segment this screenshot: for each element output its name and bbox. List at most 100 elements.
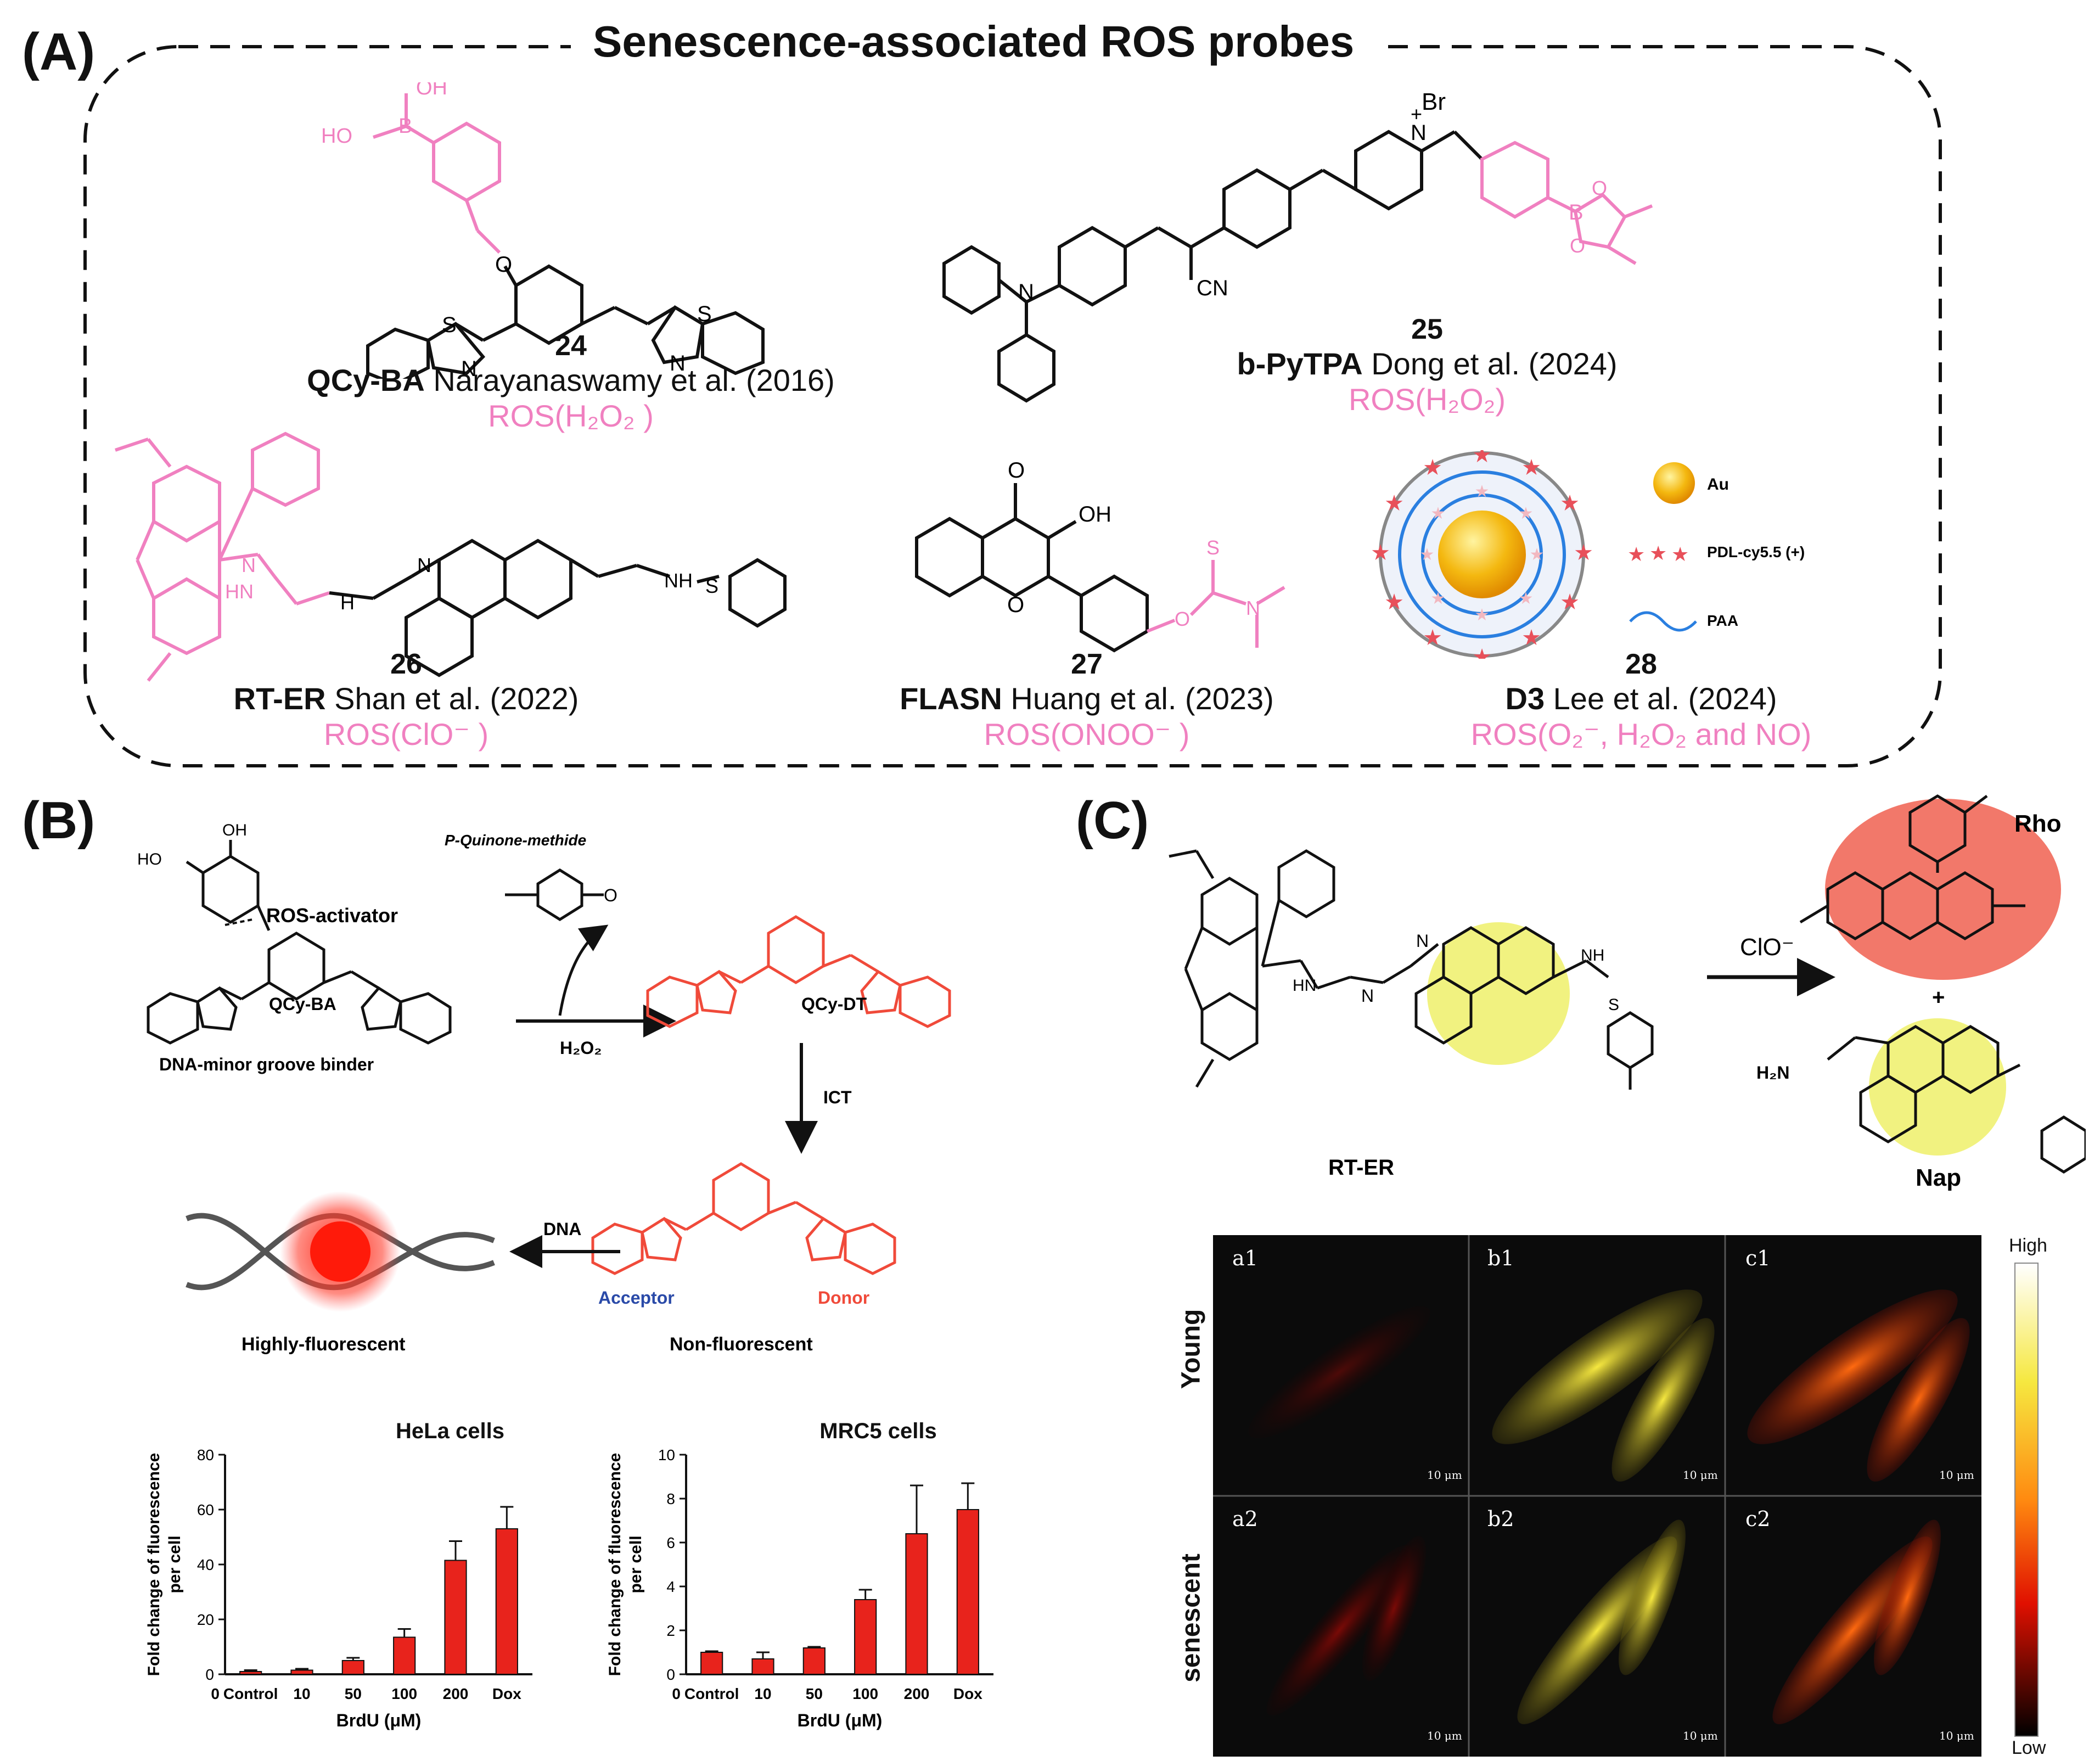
scale-bar-c1: 10 μm — [1939, 1468, 1974, 1482]
cell-a1-icon — [1248, 1306, 1430, 1439]
svg-text:★: ★ — [1423, 456, 1442, 480]
panel-c-label: (C) — [1076, 791, 1149, 850]
atom-s: S — [1608, 996, 1619, 1014]
svg-text:★: ★ — [1472, 450, 1492, 467]
atom-n: N — [242, 554, 256, 576]
svg-text:★: ★ — [1475, 483, 1490, 501]
svg-text:★: ★ — [1431, 504, 1446, 523]
svg-text:★: ★ — [1519, 504, 1534, 523]
x-tick-label: Dox — [492, 1685, 521, 1702]
atom-nh: NH — [664, 569, 693, 592]
quinone-label: P-Quinone-methide — [445, 832, 586, 849]
y-tick-label: 80 — [197, 1446, 214, 1463]
atom-b: B — [398, 115, 412, 138]
atom-hn: HN — [1293, 977, 1316, 995]
x-zero-label: 0 — [211, 1685, 220, 1702]
svg-text:★: ★ — [1560, 491, 1580, 515]
compound-number: 28 — [1625, 648, 1657, 680]
bar-10 — [290, 1669, 313, 1675]
row-label-young: Young — [1176, 1309, 1206, 1389]
caption-25: 25 b-PyTPA Dong et al. (2024) ROS(H₂O₂) — [1098, 313, 1756, 417]
y-tick-label: 40 — [197, 1556, 214, 1573]
structure-24: OH HO B O S N S N — [321, 82, 765, 379]
x-tick-label: 50 — [806, 1685, 823, 1702]
chart-mrc5-title: MRC5 cells — [819, 1419, 937, 1443]
rt-er-label: RT-ER — [1328, 1156, 1394, 1180]
x-axis-label: BrdU (μM) — [336, 1710, 422, 1730]
panel-a-label: (A) — [22, 23, 96, 81]
h2o2-label: H₂O₂ — [560, 1038, 602, 1058]
svg-text:★: ★ — [1472, 645, 1492, 659]
probe-ros: ROS(H₂O₂) — [1348, 382, 1506, 417]
probe-ref: Dong et al. (2024) — [1362, 346, 1618, 381]
svg-text:★: ★ — [1384, 491, 1404, 515]
y-tick-label: 4 — [666, 1578, 675, 1595]
x-tick-label: 100 — [852, 1685, 878, 1702]
cell-a2-icon — [1266, 1535, 1427, 1716]
ros-activator-label: ROS-activator — [266, 904, 398, 927]
dna-label: DNA — [543, 1219, 581, 1239]
compound-number: 24 — [555, 330, 587, 362]
caption-26: 26 RT-ER Shan et al. (2022) ROS(ClO⁻ ) — [132, 648, 681, 753]
y-tick-label: 60 — [197, 1501, 214, 1518]
x-tick-label: 10 — [293, 1685, 310, 1702]
cell-c1-icon — [1747, 1289, 1970, 1482]
svg-text:★: ★ — [1372, 541, 1390, 565]
bar-Dox — [495, 1528, 518, 1675]
probe-name: QCy-BA — [307, 363, 425, 397]
atom-plus: + — [1411, 103, 1422, 125]
caption-28: 28 D3 Lee et al. (2024) ROS(O₂⁻, H₂O₂ an… — [1394, 648, 1888, 753]
atom-nh: NH — [1581, 946, 1604, 964]
clo-label: ClO⁻ — [1740, 934, 1794, 961]
probe-ros: ROS(ClO⁻ ) — [323, 717, 489, 751]
nap-label: Nap — [1916, 1164, 1961, 1191]
atom-oh: OH — [416, 82, 447, 99]
microscopy-grid — [1213, 1235, 1981, 1757]
panel-b-scheme: HO OH ROS-activator QCy-BA DNA-minor gro… — [137, 821, 951, 1355]
probe-ref: Huang et al. (2023) — [1002, 681, 1274, 716]
colorbar — [2014, 1263, 2039, 1737]
y-tick-label: 10 — [658, 1446, 675, 1463]
row-label-senescent: senescent — [1176, 1554, 1206, 1683]
bar-200 — [905, 1533, 928, 1675]
atom-s: S — [705, 575, 718, 597]
svg-text:★: ★ — [1671, 543, 1689, 565]
x-tick-label: 200 — [904, 1685, 930, 1702]
cell-label-b2: b2 — [1487, 1507, 1514, 1531]
legend-paa: PAA — [1707, 612, 1738, 629]
caption-24: 24 QCy-BA Narayanaswamy et al. (2016) RO… — [242, 329, 900, 434]
svg-text:★: ★ — [1519, 590, 1534, 608]
atom-hn: HN — [225, 580, 254, 603]
non-fluorescent-label: Non-fluorescent — [670, 1334, 813, 1355]
caption-27: 27 FLASN Huang et al. (2023) ROS(ONOO⁻ ) — [812, 648, 1361, 753]
x-tick-label: Control — [223, 1685, 278, 1702]
panel-c-scheme: N N HN NH S RT-ER ClO⁻ Rho + H₂N Nap — [1169, 794, 2086, 1191]
svg-text:★: ★ — [1423, 626, 1442, 650]
svg-text:★: ★ — [1384, 590, 1404, 614]
h2n-label: H₂N — [1756, 1063, 1789, 1083]
y-tick-label: 20 — [197, 1611, 214, 1628]
probe-ref: Shan et al. (2022) — [325, 681, 579, 716]
y-axis-label-2: per cell — [627, 1535, 645, 1593]
qcydt-label: QCy-DT — [801, 994, 867, 1014]
rho-label: Rho — [2014, 810, 2062, 837]
probe-ref: Lee et al. (2024) — [1545, 681, 1777, 716]
colorbar-high-label: High — [2009, 1235, 2047, 1256]
atom-h: H — [340, 591, 355, 614]
y-axis-label: Fold change of fluorescence — [606, 1453, 624, 1676]
cell-label-a1: a1 — [1232, 1246, 1258, 1270]
svg-text:★: ★ — [1475, 606, 1490, 624]
highly-fluorescent-label: Highly-fluorescent — [242, 1334, 405, 1355]
x-zero-label: 0 — [672, 1685, 681, 1702]
scale-bar-a2: 10 μm — [1427, 1729, 1462, 1742]
acceptor-label: Acceptor — [598, 1288, 675, 1308]
y-tick-label: 2 — [666, 1622, 675, 1639]
atom-n: N — [670, 351, 686, 375]
x-tick-label: Dox — [953, 1685, 982, 1702]
y-tick-label: 0 — [205, 1666, 214, 1683]
y-axis-label: Fold change of fluorescence — [145, 1453, 163, 1676]
structure-26: N HN H N NH S — [115, 431, 787, 682]
svg-text:★: ★ — [1420, 546, 1435, 564]
atom-oh: OH — [222, 821, 247, 839]
